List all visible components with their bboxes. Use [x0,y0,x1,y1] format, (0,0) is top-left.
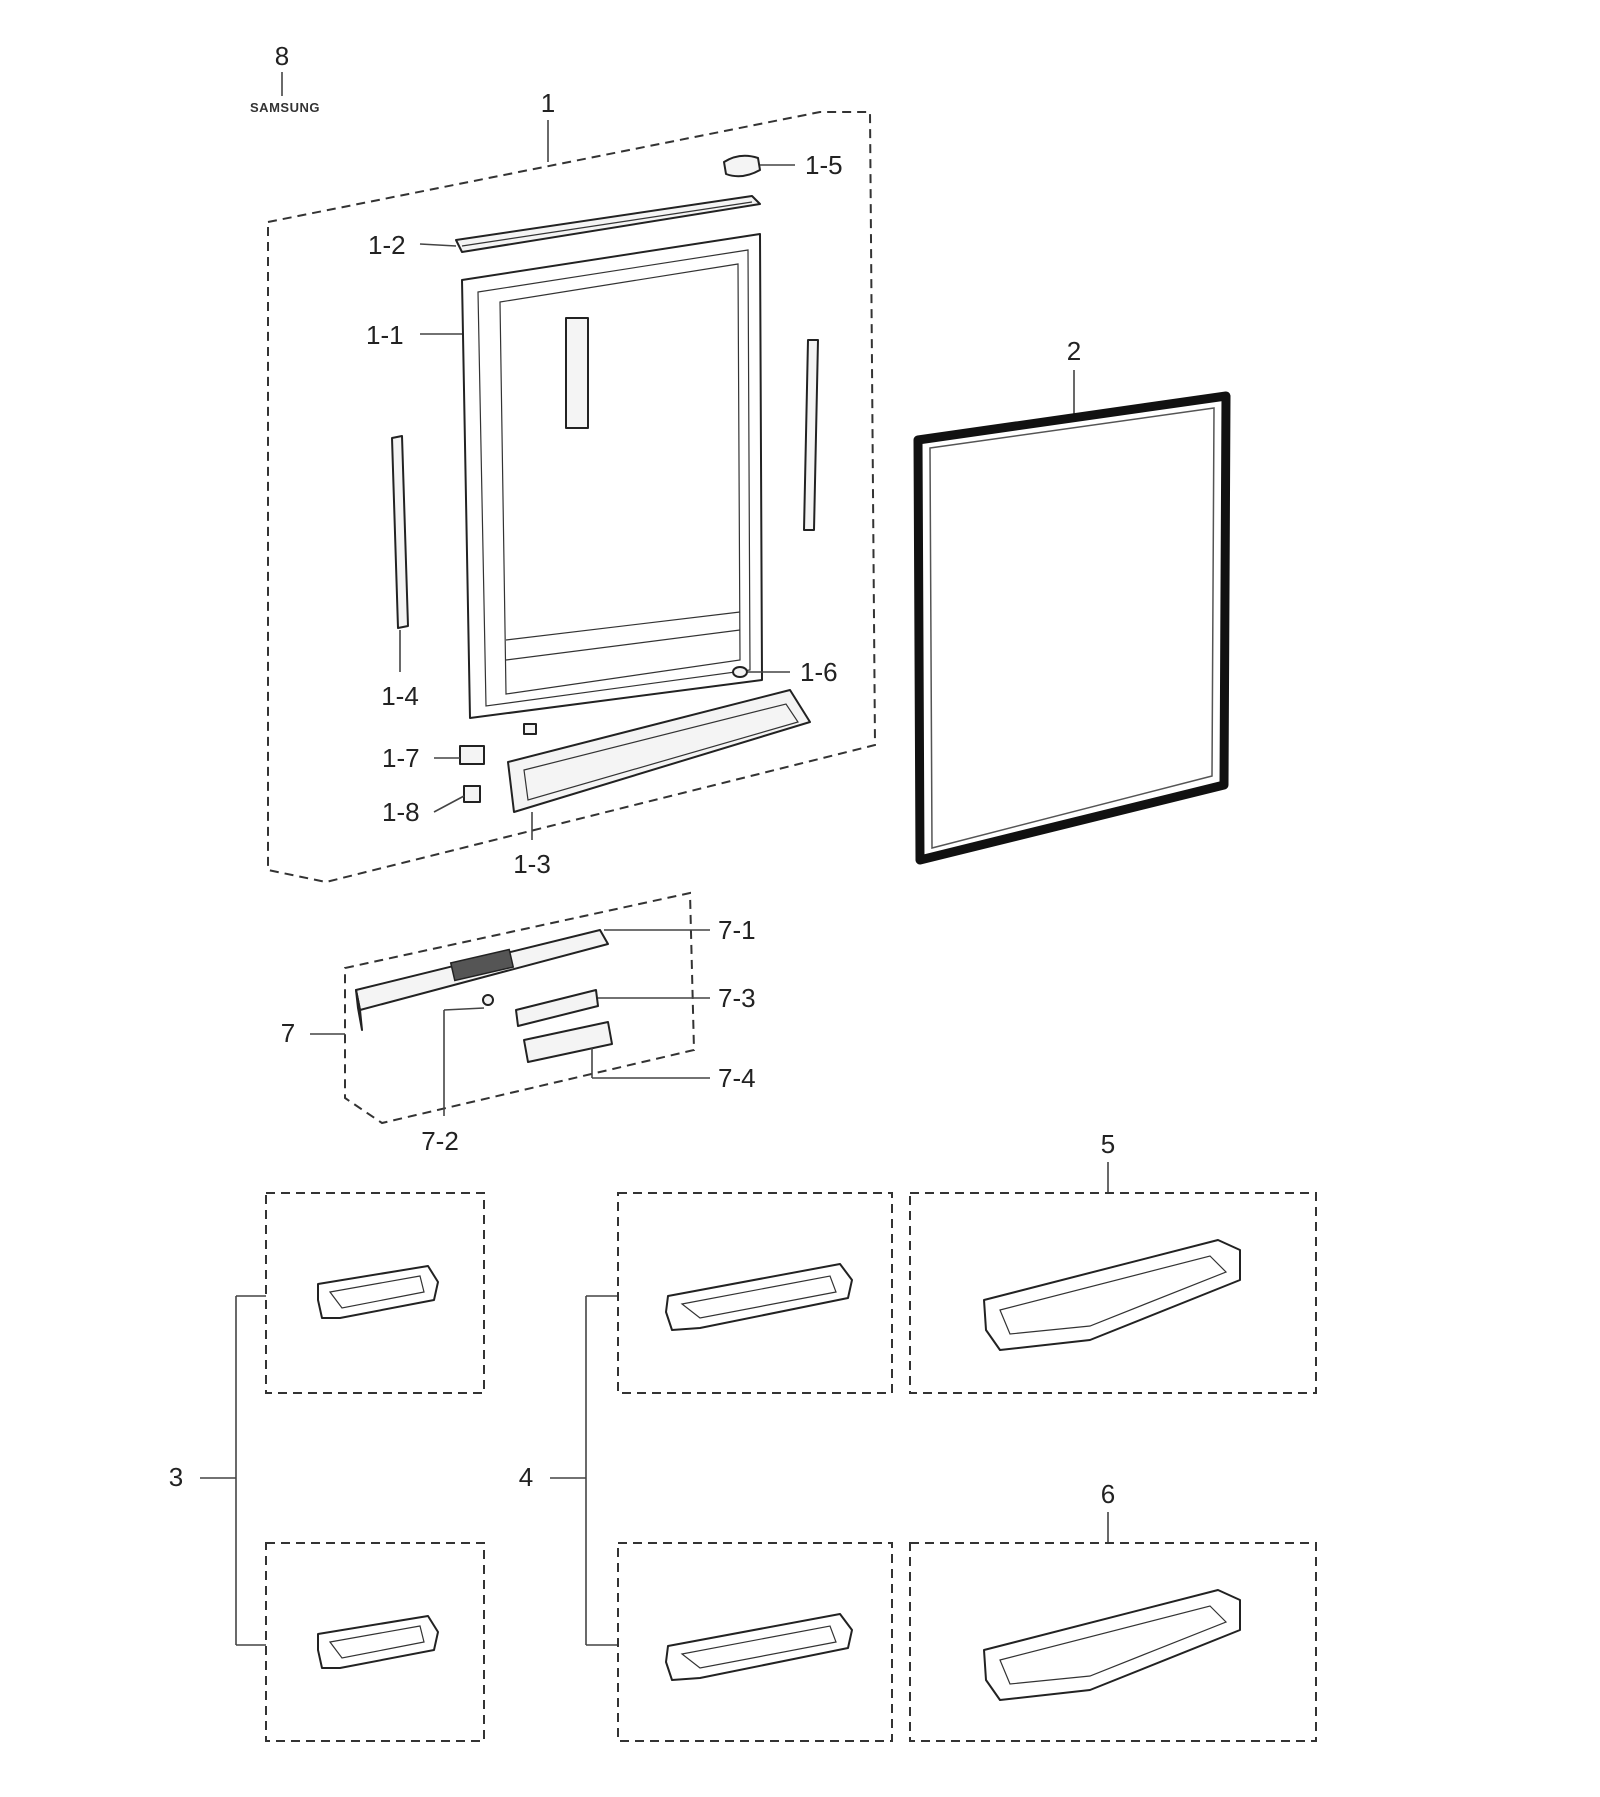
assembly-1-boundary [267,111,877,884]
part-1-5[interactable]: 1-5 [723,150,843,180]
callout-1-4: 1-4 [381,681,419,711]
door-side-strip-right[interactable] [803,339,819,531]
part-1-6-shape [732,666,748,678]
part-7-1-panel[interactable]: 7-1 [355,915,756,1031]
part-4-bin-bottom [665,1613,853,1681]
callout-1-5: 1-5 [805,150,843,180]
callout-3: 3 [169,1462,183,1492]
part-1-4-side-strip[interactable]: 1-4 [381,435,419,711]
callout-1-7: 1-7 [382,743,420,773]
callout-1-3: 1-3 [513,849,551,879]
callout-7-4: 7-4 [718,1063,756,1093]
door-outer [461,233,763,719]
callout-7: 7 [281,1018,295,1048]
part-1-3-bottom-cover[interactable]: 1-3 [507,689,811,879]
part-2-door-gasket[interactable]: 2 [913,336,1231,865]
callout-1-6: 1-6 [800,657,838,687]
part-4-box-bottom[interactable] [617,1542,893,1742]
part-1-2-top-rail[interactable]: 1-2 [368,195,761,260]
callout-7-1: 7-1 [718,915,756,945]
part-7-4-shape [523,1021,613,1063]
part-1-7-shape [459,745,485,765]
part-1-8-clip[interactable]: 1-8 [382,785,481,827]
part-4-bracket [550,1295,618,1646]
part-3-box-bottom[interactable] [265,1542,485,1742]
part-6-bin [983,1589,1241,1701]
part-1-5-shape [723,154,761,178]
part-1-1-door-frame[interactable]: 1-1 [366,233,763,719]
part-7-3-shape [515,989,599,1027]
assembly-7-boundary [344,891,696,1125]
callout-4: 4 [519,1462,533,1492]
callout-7-2: 7-2 [421,1126,459,1156]
part-3-box-top[interactable] [265,1192,485,1394]
callout-5: 5 [1101,1129,1115,1159]
callout-6: 6 [1101,1479,1115,1509]
callout-1: 1 [541,88,555,118]
part-1-8-shape [463,785,481,803]
part-7-2-shape [482,994,494,1006]
part-7-3-pcb[interactable]: 7-3 [515,983,756,1027]
part-7-2-screw[interactable]: 7-2 [421,994,494,1156]
callout-1-2: 1-2 [368,230,406,260]
part-1-6[interactable]: 1-6 [732,657,838,687]
display-window [449,948,515,982]
callout-2: 2 [1067,336,1081,366]
leader-1-8 [433,795,465,813]
part-5-box[interactable] [909,1192,1317,1394]
part-3-bracket [200,1295,266,1646]
part-3-bin-bottom [317,1615,439,1669]
door-hinge-bracket [565,317,589,429]
gasket-outer [913,391,1231,865]
part-5-bin [983,1239,1241,1351]
part-4-bin-top [665,1263,853,1331]
part-1-4-shape [391,435,409,629]
callout-7-3: 7-3 [718,983,756,1013]
callout-1-1: 1-1 [366,320,404,350]
part-4-box-top[interactable] [617,1192,893,1394]
part-6-box[interactable] [909,1542,1317,1742]
logo-lettering: SAMSUNG [250,100,320,115]
part-3-bin-top [317,1265,439,1319]
part-7-4-cover[interactable]: 7-4 [523,1021,756,1093]
part-1-3-shape [507,689,811,813]
callout-8: 8 [275,41,289,71]
callout-1-8: 1-8 [382,797,420,827]
part-1-7-hinge-pin[interactable]: 1-7 [382,743,485,773]
part-8-logo-badge[interactable]: 8 SAMSUNG [250,41,320,115]
leader-1-2 [419,243,457,247]
door-plug[interactable] [523,723,537,735]
